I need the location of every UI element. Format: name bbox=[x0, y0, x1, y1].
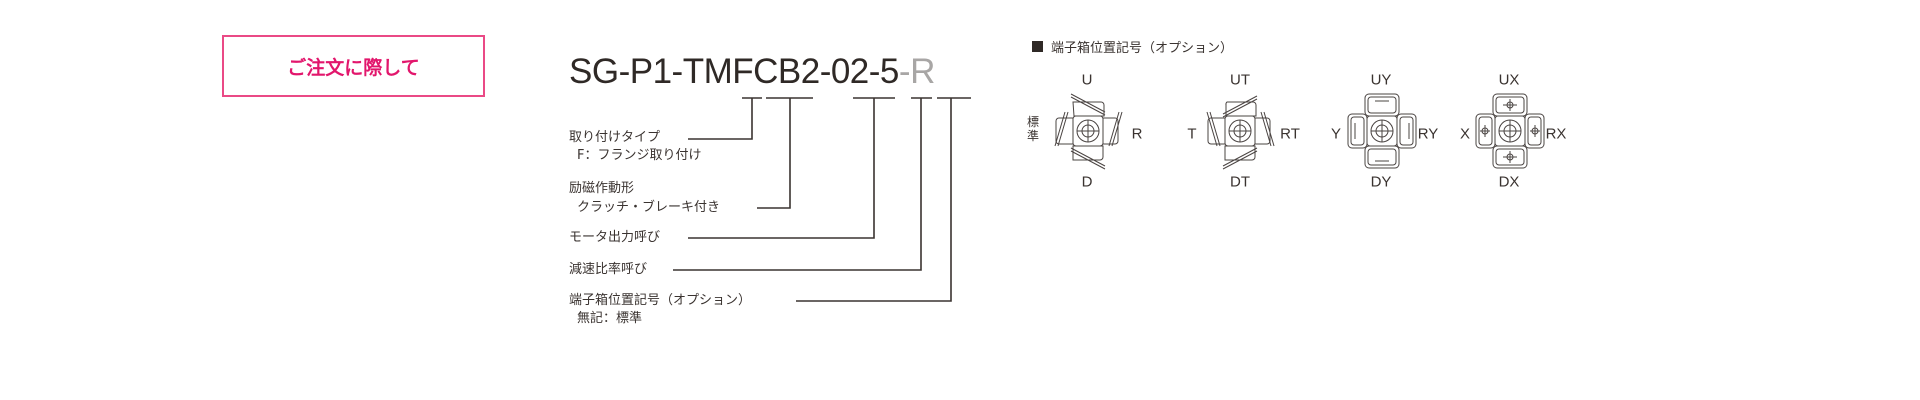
diagram-standard-right-label: R bbox=[1131, 125, 1143, 143]
legend-terminal-box-detail: 無記：標準 bbox=[577, 311, 643, 326]
diagram-y-bottom-label: DY bbox=[1370, 173, 1392, 191]
legend-mounting-type: 取り付けタイプ bbox=[569, 130, 661, 145]
terminal-box-diagram-y-icon bbox=[1347, 93, 1417, 169]
legend-terminal-box: 端子箱位置記号（オプション） bbox=[569, 293, 752, 308]
model-code: SG-P1-TMFCB2-02-5-R bbox=[569, 54, 935, 90]
square-bullet-icon bbox=[1032, 41, 1043, 52]
legend-reduction-ratio: 減速比率呼び bbox=[569, 262, 648, 277]
order-notes-button[interactable]: ご注文に際して bbox=[222, 35, 485, 97]
terminal-box-diagram-standard-icon bbox=[1054, 93, 1123, 170]
diagram-y-right-label: RY bbox=[1417, 125, 1439, 143]
standard-vertical-label: 標準 bbox=[1027, 115, 1040, 143]
diagram-t-top-label: UT bbox=[1230, 71, 1250, 89]
diagram-x-right-label: RX bbox=[1545, 125, 1567, 143]
diagram-x-top-label: UX bbox=[1498, 71, 1520, 89]
diagram-t-right-label: RT bbox=[1280, 125, 1300, 143]
terminal-box-diagram-x-icon bbox=[1475, 93, 1545, 169]
terminal-box-heading: 端子箱位置記号（オプション） bbox=[1032, 37, 1233, 56]
legend-excitation-type-detail: クラッチ・ブレーキ付き bbox=[577, 200, 721, 215]
legend-motor-output: モータ出力呼び bbox=[569, 230, 661, 245]
diagram-t-bottom-label: DT bbox=[1230, 173, 1250, 191]
diagram-standard-bottom-label: D bbox=[1081, 173, 1093, 191]
diagram-t-left-label: T bbox=[1187, 125, 1197, 143]
diagram-x-bottom-label: DX bbox=[1498, 173, 1520, 191]
diagram-y-left-label: Y bbox=[1330, 125, 1342, 143]
diagram-x-left-label: X bbox=[1459, 125, 1471, 143]
terminal-box-heading-text: 端子箱位置記号（オプション） bbox=[1051, 41, 1234, 56]
model-code-separator: - bbox=[898, 52, 911, 91]
diagram-y-top-label: UY bbox=[1370, 71, 1392, 89]
legend-mounting-type-detail: F：フランジ取り付け bbox=[577, 148, 702, 163]
terminal-box-diagram-t-icon bbox=[1206, 95, 1275, 170]
model-code-main: SG-P1-TMFCB2-02-5 bbox=[569, 52, 899, 91]
legend-excitation-type: 励磁作動形 bbox=[569, 181, 635, 196]
diagram-standard-top-label: U bbox=[1081, 71, 1093, 89]
order-notes-label: ご注文に際して bbox=[287, 56, 420, 79]
model-code-option: R bbox=[910, 52, 935, 91]
